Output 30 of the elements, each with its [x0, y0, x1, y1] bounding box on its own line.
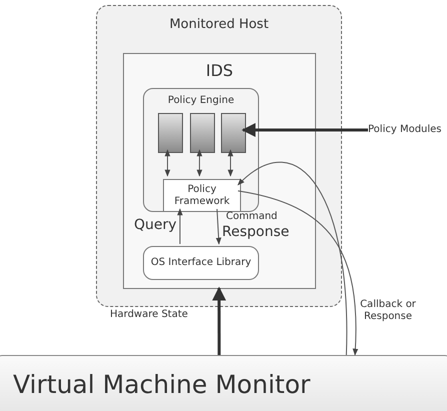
arrow [164, 149, 170, 177]
monitor-bar [0, 355, 447, 411]
module-box [158, 113, 183, 153]
ids-box [123, 53, 316, 289]
arrow [238, 190, 358, 356]
library-box [143, 246, 259, 280]
node-label: Policy Modules [368, 124, 442, 136]
arrow [196, 149, 202, 177]
edge-label: Query [134, 217, 177, 234]
arrow [216, 208, 222, 245]
host-boundary [96, 5, 342, 307]
edge-label: Callback or Response [359, 299, 417, 322]
node-title: Virtual Machine Monitor [13, 370, 310, 400]
node-title: Policy Engine [166, 95, 236, 106]
module-box [190, 113, 215, 153]
node-title: IDS [204, 62, 234, 80]
process-box [163, 179, 241, 212]
arrow [242, 123, 368, 137]
text-label: Response [222, 224, 290, 240]
node-title: Monitored Host [168, 18, 270, 33]
edge-label: Command [226, 211, 278, 222]
arrow [212, 286, 226, 355]
arrow [177, 208, 183, 244]
arrow [228, 149, 234, 177]
node-title: Policy Framework [173, 184, 231, 207]
text-label: Hardware State [110, 309, 188, 320]
engine-container [143, 88, 259, 212]
node-title: OS Interface Library [150, 257, 252, 269]
module-box [221, 113, 246, 153]
arrow [237, 162, 348, 356]
